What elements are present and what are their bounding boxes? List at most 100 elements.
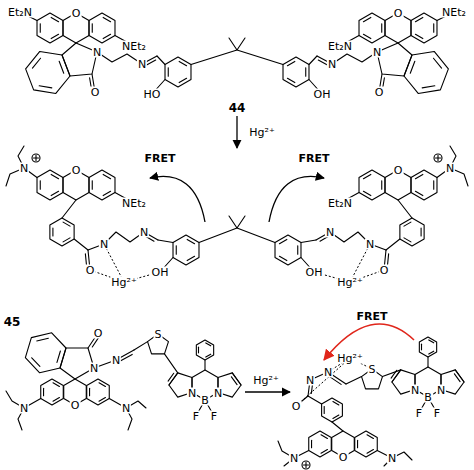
atom-label: O	[291, 401, 302, 412]
bond-line	[206, 354, 211, 357]
bond-line	[359, 170, 385, 200]
bond-line	[415, 34, 422, 38]
bond-line	[382, 370, 400, 377]
atom-label: B	[200, 395, 210, 406]
bond-line	[455, 370, 464, 382]
atom-label: N	[89, 363, 99, 374]
atom-label: O	[338, 452, 349, 463]
bond-line	[187, 239, 194, 243]
bond-line	[63, 238, 70, 242]
reaction-arrow	[150, 176, 205, 222]
atom-label: NEt₂	[121, 41, 147, 52]
bond-line	[309, 431, 332, 457]
bond-line	[99, 397, 105, 401]
bond-line	[330, 377, 342, 385]
atom-label: F	[210, 411, 218, 422]
atom-label: N	[436, 384, 446, 395]
bond-line	[398, 200, 412, 218]
atom-label: Hg²⁺	[336, 277, 363, 288]
bond-line	[322, 398, 343, 422]
bond-line	[363, 34, 370, 38]
bond-line	[404, 51, 448, 93]
bond-line	[37, 13, 63, 43]
bond-line	[41, 379, 64, 405]
bond-line	[35, 156, 36, 161]
bond-line	[37, 338, 49, 341]
bond-line	[231, 377, 237, 385]
atom-label: N	[325, 227, 335, 238]
bond-line	[377, 43, 412, 76]
bond-line	[305, 463, 306, 468]
atom-label: NEt₂	[121, 198, 147, 209]
bond-line	[63, 222, 70, 226]
bond-line	[92, 181, 93, 190]
bond-line	[346, 377, 362, 384]
charge-symbol	[32, 154, 40, 162]
atom-label: Et₂N	[327, 198, 353, 209]
bond-line	[169, 373, 178, 385]
atom-label: N	[289, 453, 299, 464]
bond-line	[357, 440, 358, 447]
atom-label: Hg²⁺	[336, 353, 363, 364]
atom-label: O	[393, 8, 404, 19]
bond-line	[99, 383, 105, 387]
bond-line	[74, 239, 88, 250]
reaction-arrow	[269, 176, 324, 222]
bond-line	[419, 337, 436, 357]
compound-number: 44	[228, 102, 247, 114]
bond-line	[103, 34, 110, 38]
bond-line	[206, 343, 211, 346]
bond-line	[134, 342, 148, 350]
atom-label: N	[327, 59, 337, 70]
bond-line	[26, 51, 70, 93]
reaction-arrow	[245, 391, 290, 392]
atom-label: N	[213, 387, 223, 398]
bond-line	[400, 218, 424, 246]
reagent-label: Hg²⁺	[248, 127, 275, 138]
bond-line	[421, 344, 422, 350]
bond-line	[237, 38, 283, 65]
bond-line	[283, 57, 309, 87]
atom-label: O	[374, 87, 385, 98]
bond-line	[51, 34, 58, 38]
compound-44-left	[20, 12, 237, 94]
bond-line	[103, 191, 110, 195]
bond-line	[52, 228, 53, 236]
atom-label: N	[372, 47, 382, 58]
atom-label: O	[90, 87, 101, 98]
bond-line	[287, 78, 294, 82]
bond-line	[32, 358, 40, 367]
bond-line	[168, 68, 169, 77]
fret-label: FRET	[297, 153, 330, 164]
bond-line	[40, 24, 41, 33]
atom-label: O	[71, 165, 82, 176]
bond-line	[89, 13, 115, 43]
atom-label: OH	[305, 267, 324, 278]
bond-line	[410, 61, 415, 73]
reagent-label: Hg²⁺	[252, 375, 279, 386]
complex-45	[278, 324, 464, 469]
bond-line	[321, 435, 327, 439]
bond-line	[433, 24, 434, 33]
bond-line	[50, 218, 74, 246]
bond-line	[321, 449, 327, 453]
charge-symbol	[434, 154, 442, 162]
bond-line	[308, 396, 322, 404]
bond-line	[191, 38, 237, 65]
bond-line	[381, 181, 382, 190]
bond-line	[433, 58, 441, 68]
bond-line	[43, 388, 44, 395]
bond-line	[176, 246, 177, 255]
atom-label: S	[154, 329, 163, 340]
atom-label: N	[111, 355, 121, 366]
atom-label: N	[92, 47, 102, 58]
atom-label: F	[415, 408, 423, 419]
bond-line	[92, 337, 98, 347]
atom-label: N	[305, 375, 315, 386]
bond-line	[421, 228, 422, 236]
bond-line	[51, 17, 58, 21]
bond-line	[279, 256, 286, 260]
atom-label: N	[323, 367, 333, 378]
bond-line	[59, 61, 64, 73]
compound-45	[6, 333, 290, 430]
